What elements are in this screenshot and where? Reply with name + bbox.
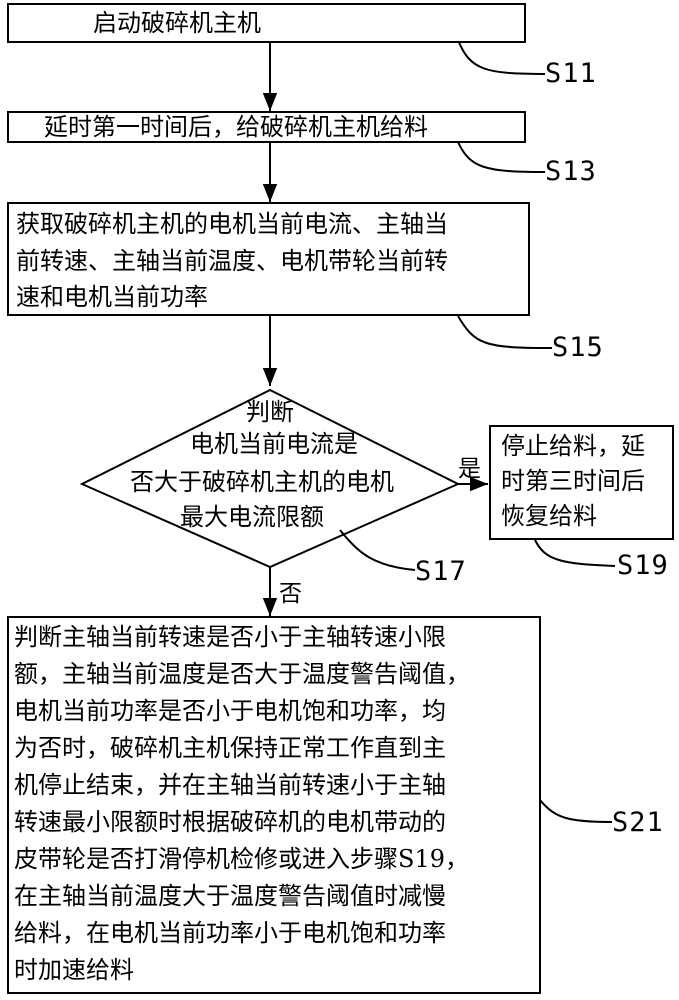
step-s21-line-1: 判断主轴当前转速是否小于主轴转速小限 <box>14 623 446 651</box>
step-s17-line-1: 判断 <box>246 398 294 426</box>
step-s21-line-4: 为否时，破碎机主机保持正常工作直到主 <box>14 734 446 762</box>
step-s21-line-8: 在主轴当前温度大于温度警告阈值时减慢 <box>14 882 446 910</box>
step-s13-label: S13 <box>545 156 597 187</box>
step-s13-box: 延时第一时间后，给破碎机主机给料 <box>7 111 526 143</box>
step-s11-text: 启动破碎机主机 <box>93 9 261 37</box>
step-s21-line-7: 皮带轮是否打滑停机检修或进入步骤S19， <box>14 845 469 873</box>
step-s13-text: 延时第一时间后，给破碎机主机给料 <box>44 113 428 141</box>
step-s19-box: 停止给料，延 时第三时间后 恢复给料 <box>489 425 674 540</box>
branch-yes-label: 是 <box>458 456 481 482</box>
step-s21-line-6: 转速最小限额时根据破碎机的电机带动的 <box>14 808 446 836</box>
step-s17-line-2: 电机当前电流是 <box>190 430 358 458</box>
step-s21-line-9: 给料，在电机当前功率小于电机饱和功率 <box>14 919 446 947</box>
step-s15-line-2: 前转速、主轴当前温度、电机带轮当前转 <box>16 247 448 275</box>
step-s17-line-4: 最大电流限额 <box>180 503 324 531</box>
leader-s15 <box>457 315 553 349</box>
leader-s11 <box>457 39 546 75</box>
decision-diamond <box>79 388 461 569</box>
leader-s17 <box>339 529 416 571</box>
leader-s13 <box>457 141 546 173</box>
step-s15-box: 获取破碎机主机的电机当前电流、主轴当 前转速、主轴当前温度、电机带轮当前转 速和… <box>7 202 530 316</box>
step-s15-line-1: 获取破碎机主机的电机当前电流、主轴当 <box>16 210 448 238</box>
leader-s19 <box>534 539 616 567</box>
step-s19-label: S19 <box>617 550 669 581</box>
step-s19-line-3: 恢复给料 <box>501 502 597 530</box>
step-s17-label: S17 <box>415 556 467 587</box>
step-s19-line-2: 时第三时间后 <box>501 467 645 495</box>
step-s21-line-2: 额，主轴当前温度是否大于温度警告阈值， <box>14 660 470 688</box>
leader-s21 <box>539 799 613 823</box>
branch-no-label: 否 <box>279 581 302 607</box>
step-s15-label: S15 <box>552 332 604 363</box>
step-s21-line-10: 时加速给料 <box>14 956 134 984</box>
step-s21-line-5: 机停止结束，并在主轴当前转速小于主轴 <box>14 771 446 799</box>
step-s11-label: S11 <box>545 58 597 89</box>
step-s21-line-3: 电机当前功率是否小于电机饱和功率，均 <box>14 697 446 725</box>
step-s11-box: 启动破碎机主机 <box>7 3 526 43</box>
step-s15-line-3: 速和电机当前功率 <box>16 283 208 311</box>
step-s21-label: S21 <box>612 807 664 838</box>
step-s17-line-3: 否大于破碎机主机的电机 <box>130 468 394 496</box>
step-s21-box: 判断主轴当前转速是否小于主轴转速小限 额，主轴当前温度是否大于温度警告阈值， 电… <box>7 616 541 994</box>
step-s19-line-1: 停止给料，延 <box>501 432 645 460</box>
